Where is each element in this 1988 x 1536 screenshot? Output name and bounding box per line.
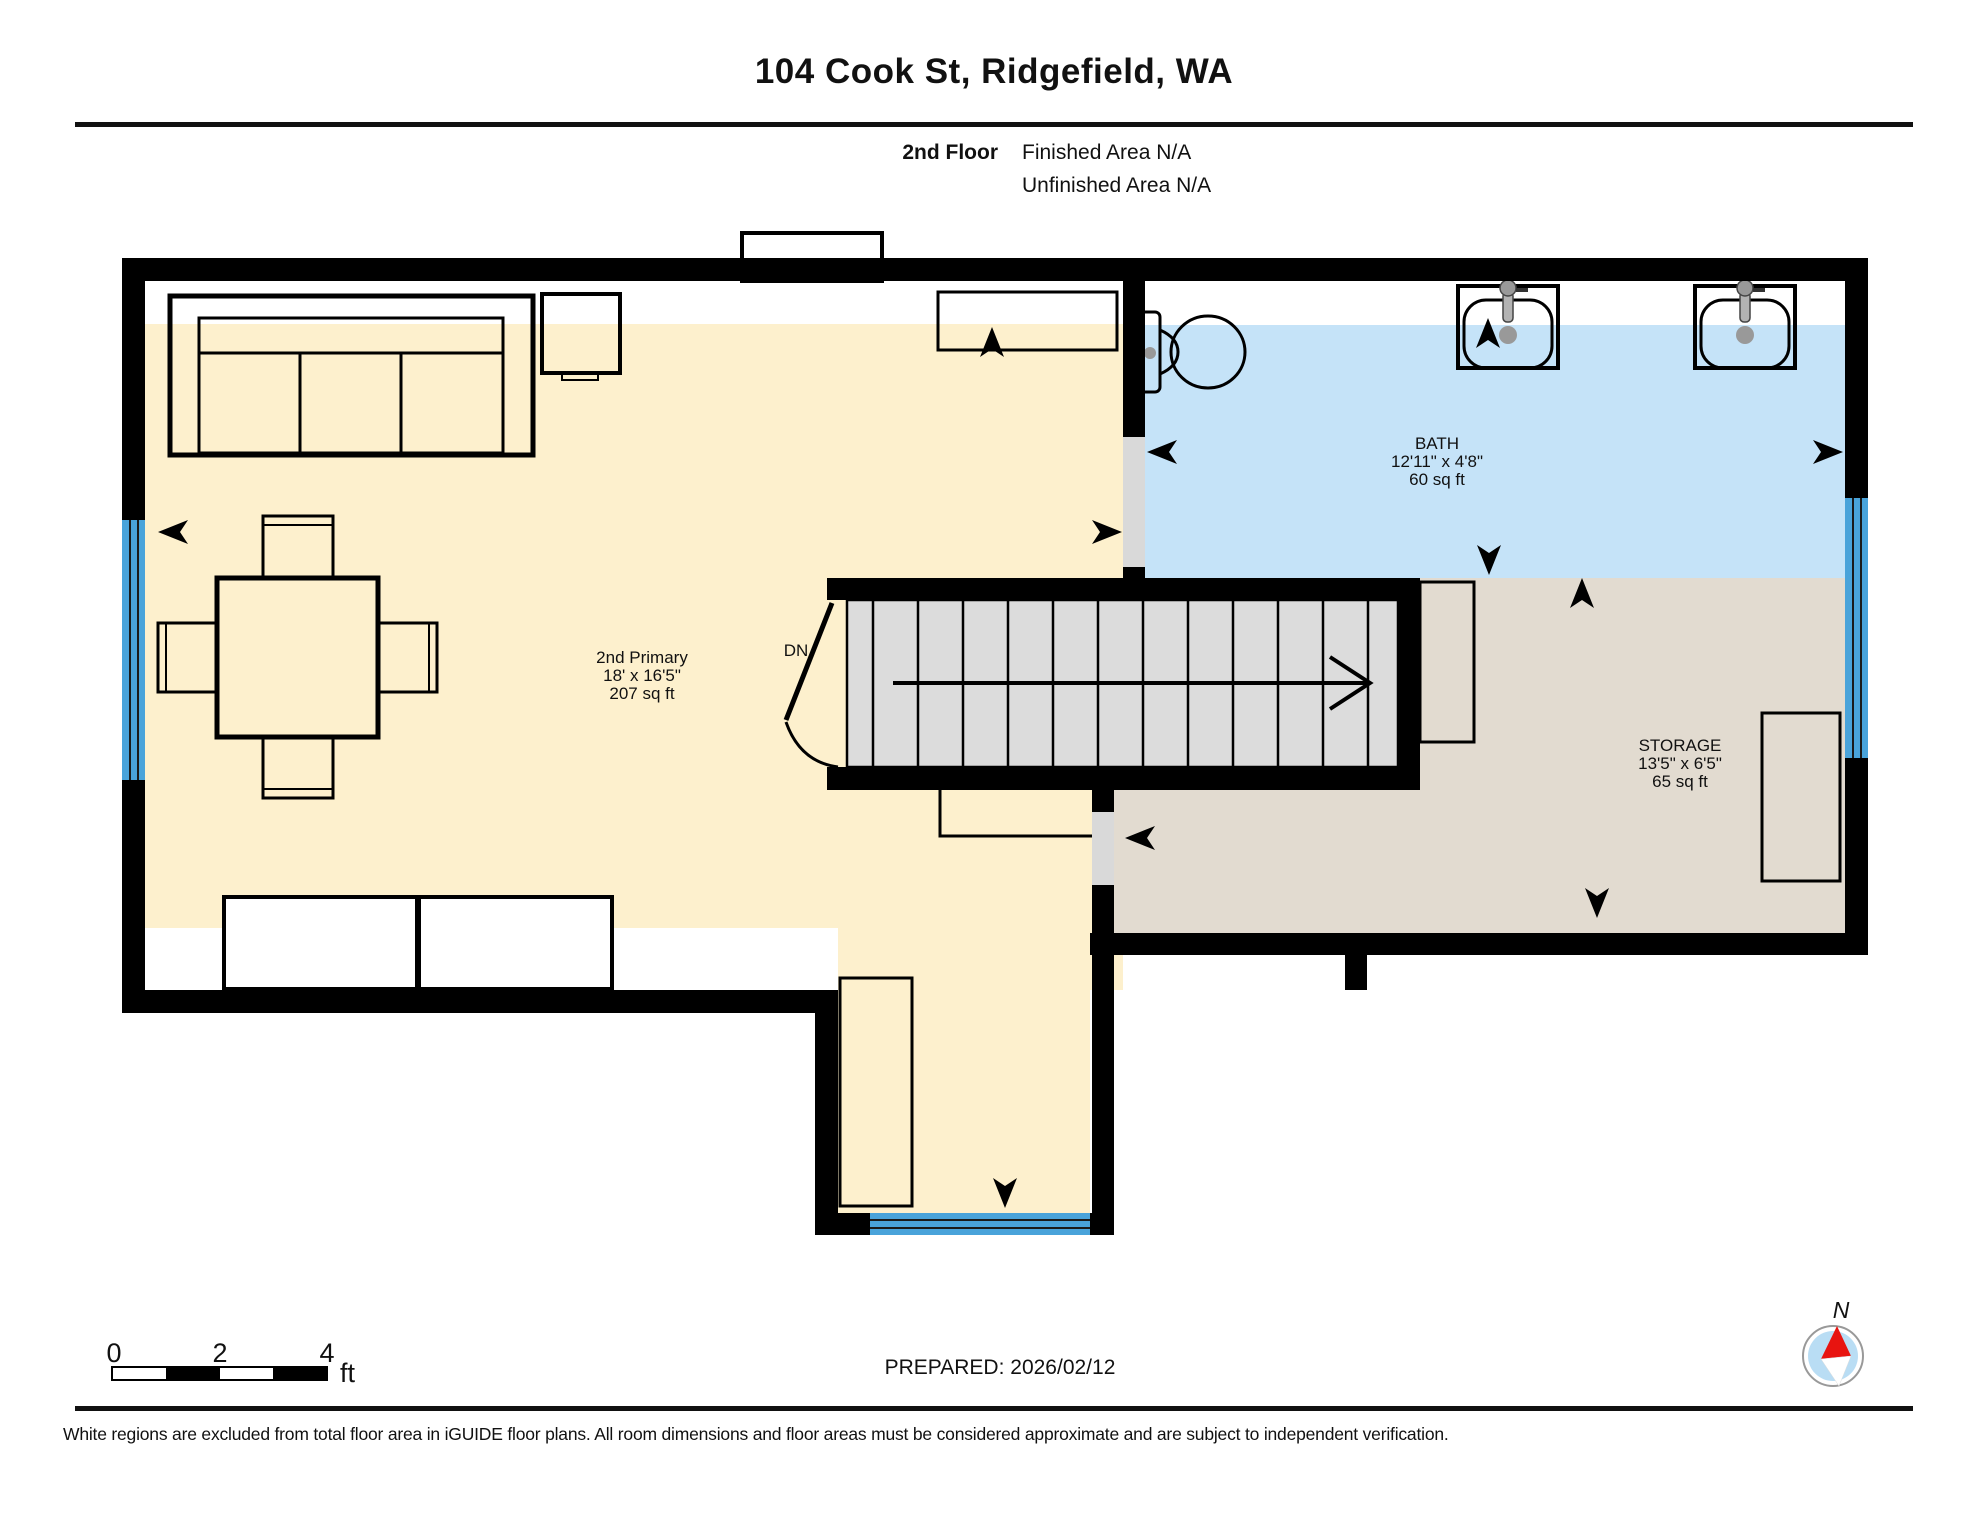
bath-fill (1145, 281, 1845, 578)
scale-bar: 0 2 4 ft (106, 1338, 355, 1388)
window-right (1845, 498, 1868, 758)
corridor-closet (838, 976, 914, 1208)
furniture (156, 231, 1842, 1208)
toilet (1138, 310, 1247, 394)
walls (122, 258, 1868, 1235)
scale-tick-4: 4 (319, 1338, 334, 1368)
side-table (540, 292, 622, 381)
compass-needle-south (1820, 1355, 1852, 1387)
primary-room-label: 2nd Primary 18' x 16'5" 207 sq ft (596, 648, 688, 703)
unfinished-area: Unfinished Area N/A (1022, 174, 1212, 197)
north-label: N (1833, 1297, 1850, 1323)
finished-area: Finished Area N/A (1022, 141, 1192, 164)
svg-text:13'5" x 6'5": 13'5" x 6'5" (1638, 754, 1722, 773)
dining-table-set (156, 514, 439, 800)
window-bottom (870, 1213, 1090, 1235)
sink-vanity-left (1456, 279, 1560, 370)
stair-direction-arrow (893, 655, 1374, 711)
storage-room-label: STORAGE 13'5" x 6'5" 65 sq ft (1638, 736, 1722, 791)
prepared-date: PREPARED: 2026/02/12 (884, 1356, 1116, 1379)
svg-text:2nd Primary: 2nd Primary (596, 648, 688, 667)
bottom-dresser-right (417, 895, 614, 991)
bathroom-fixtures (1138, 279, 1797, 394)
stair-door (783, 602, 839, 769)
page-title: 104 Cook St, Ridgefield, WA (754, 52, 1234, 91)
scale-tick-0: 0 (106, 1338, 121, 1368)
storage-shelf (1760, 711, 1842, 883)
door-openings (1092, 437, 1145, 885)
sofa (167, 293, 536, 458)
windows (122, 498, 1868, 1235)
svg-text:12'11" x 4'8": 12'11" x 4'8" (1391, 452, 1483, 471)
window-left (122, 520, 145, 780)
svg-text:STORAGE: STORAGE (1639, 736, 1722, 755)
scale-tick-2: 2 (212, 1338, 227, 1368)
bottom-dresser-left (222, 895, 419, 991)
compass: N (1802, 1297, 1864, 1387)
disclaimer-text: White regions are excluded from total fl… (63, 1424, 1449, 1444)
staircase (783, 598, 1400, 769)
corridor-fill (838, 790, 1090, 1213)
svg-text:65 sq ft: 65 sq ft (1652, 772, 1708, 791)
floor-name: 2nd Floor (902, 141, 998, 164)
room-labels: 2nd Primary 18' x 16'5" 207 sq ft BATH 1… (596, 434, 1722, 791)
storage-fill-lower (1112, 790, 1845, 933)
footer-divider (75, 1406, 1913, 1411)
svg-text:18' x 16'5": 18' x 16'5" (603, 666, 681, 685)
header-divider (75, 122, 1913, 127)
bath-room-label: BATH 12'11" x 4'8" 60 sq ft (1391, 434, 1483, 489)
sink-vanity-right (1693, 279, 1797, 370)
compass-needle-north (1821, 1326, 1851, 1359)
svg-text:BATH: BATH (1415, 434, 1459, 453)
stairs-down-label: DN (784, 641, 809, 660)
bath-door-opening (1123, 437, 1145, 567)
top-dresser (936, 290, 1119, 352)
storage-door-opening (1092, 812, 1114, 885)
scale-unit: ft (340, 1358, 356, 1388)
svg-text:207 sq ft: 207 sq ft (609, 684, 674, 703)
svg-text:60 sq ft: 60 sq ft (1409, 470, 1465, 489)
room-fills (145, 281, 1845, 1213)
